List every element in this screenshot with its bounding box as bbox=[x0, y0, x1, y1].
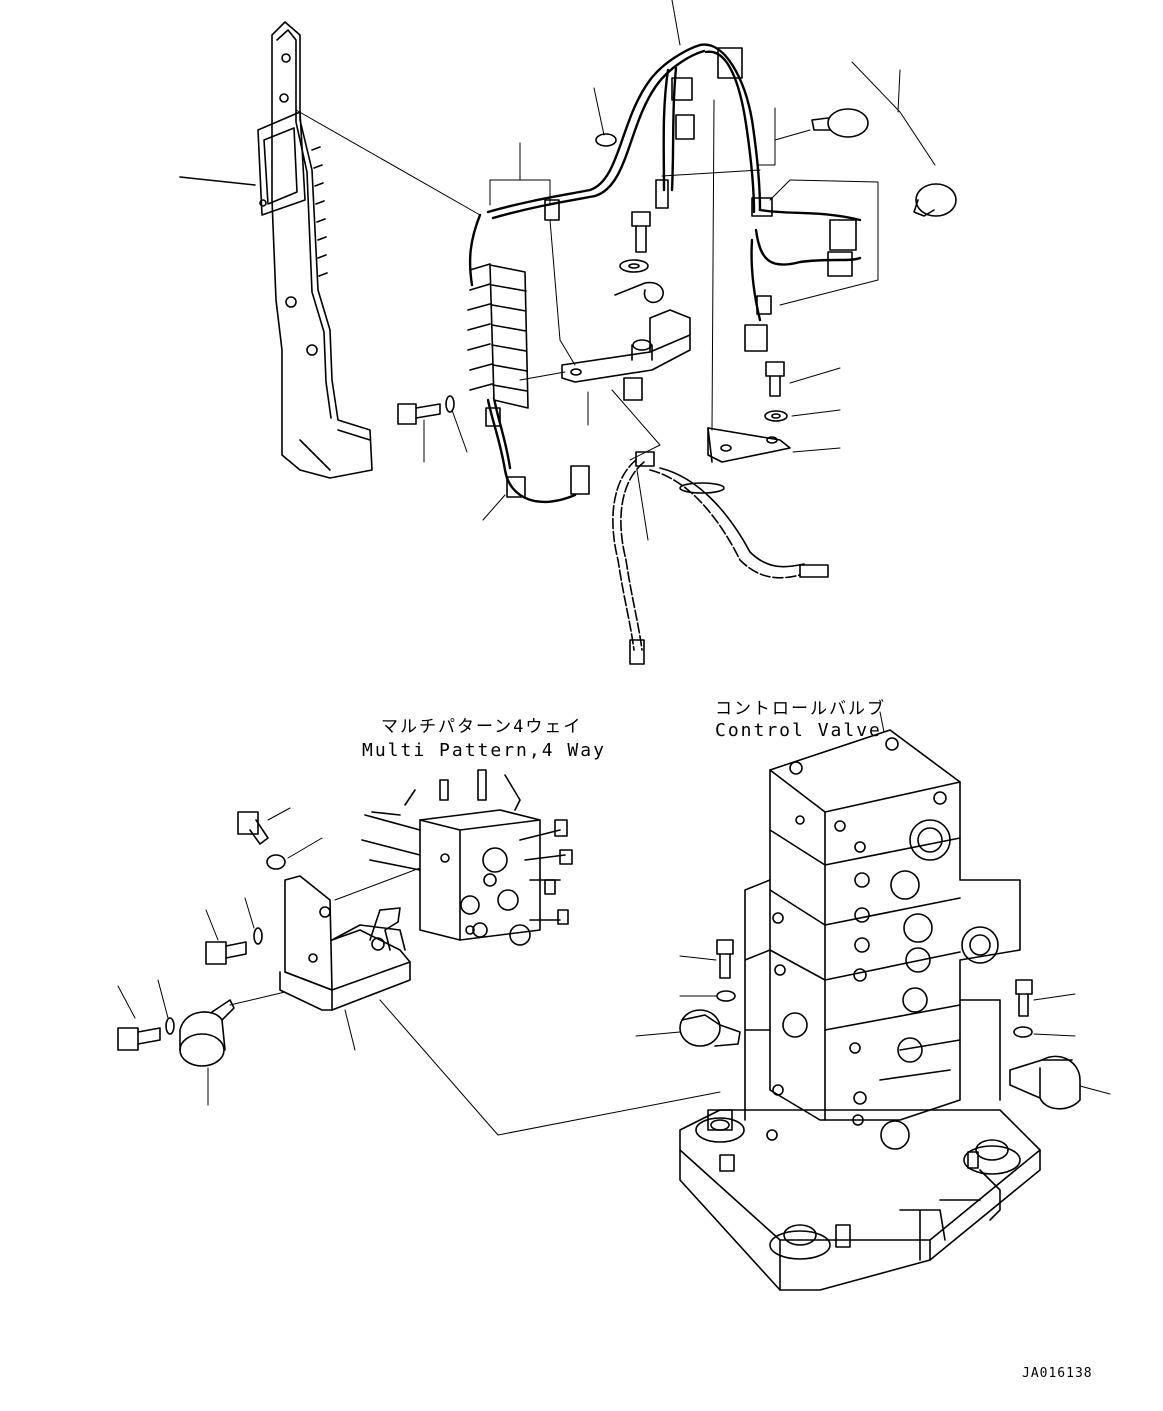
washer bbox=[445, 395, 455, 413]
washer bbox=[716, 990, 736, 1002]
control-valve-label-en: Control Valve bbox=[715, 720, 882, 741]
washer bbox=[1013, 1026, 1033, 1038]
bolt bbox=[397, 403, 441, 425]
harness-bracket bbox=[561, 309, 691, 401]
leader-line bbox=[179, 176, 256, 186]
clamp bbox=[614, 281, 664, 304]
washer bbox=[266, 854, 286, 870]
assembly-line bbox=[295, 109, 481, 216]
valve-base-plate bbox=[679, 1109, 1041, 1291]
band-clamp bbox=[679, 1009, 741, 1047]
leader-lines bbox=[117, 807, 721, 1136]
bolt bbox=[117, 1027, 161, 1051]
leader-lines bbox=[635, 711, 1111, 1095]
bolt bbox=[205, 941, 247, 965]
band-clamp bbox=[179, 999, 235, 1067]
leader-lines bbox=[423, 0, 936, 541]
bolt bbox=[765, 361, 785, 397]
mounting-bracket bbox=[279, 875, 411, 1011]
clamp bbox=[913, 183, 957, 217]
multi-pattern-label-en: Multi Pattern,4 Way bbox=[362, 740, 606, 761]
harness-fittings bbox=[595, 47, 857, 352]
multi-pattern-label-jp: マルチパターン4ウェイ bbox=[381, 717, 583, 737]
bolt bbox=[631, 211, 651, 253]
connector-stack bbox=[467, 199, 590, 498]
drawing-code: JA016138 bbox=[1022, 1366, 1093, 1381]
bracket bbox=[707, 427, 791, 463]
bolt bbox=[237, 811, 269, 845]
bolt bbox=[716, 939, 734, 979]
control-valve bbox=[744, 729, 1021, 1150]
hose bbox=[612, 451, 829, 665]
washer bbox=[253, 927, 263, 945]
washer bbox=[165, 1017, 175, 1035]
wiring-harness bbox=[468, 43, 862, 503]
frame-member bbox=[257, 21, 373, 479]
bolt bbox=[1015, 979, 1033, 1017]
multi-pattern-valve bbox=[361, 769, 573, 946]
washer bbox=[619, 259, 649, 273]
washer bbox=[764, 410, 788, 422]
band-clamp bbox=[1009, 1055, 1081, 1110]
control-valve-label-jp: コントロールバルブ bbox=[715, 699, 886, 719]
clamp bbox=[811, 108, 869, 138]
